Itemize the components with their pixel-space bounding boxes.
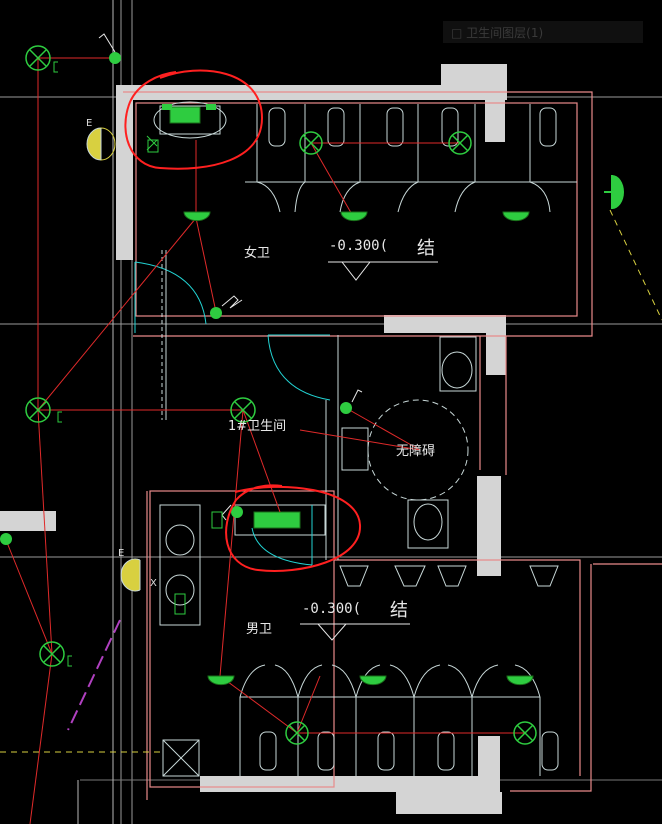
switch-ticks [98, 33, 363, 521]
room-label-accessible: 无障碍 [396, 444, 436, 459]
dashed-lines [0, 209, 662, 753]
left-lines [77, 0, 114, 824]
socket-symbols [86, 127, 223, 615]
switches [0, 52, 352, 545]
female-stalls [245, 104, 577, 213]
socket-tag-e1: E [86, 118, 93, 129]
light-fixtures [25, 45, 537, 745]
room-outlines [123, 91, 662, 800]
male-sink-fixture [234, 504, 326, 536]
socket-tag-x2: X [150, 578, 157, 589]
female-sink-fixture [153, 101, 227, 139]
room-label-unit: 1#卫生间 [228, 419, 287, 434]
highlight-annotations [124, 69, 362, 572]
doors [134, 250, 331, 566]
socket-tag-e2: E [118, 548, 125, 559]
exhaust-fan [604, 175, 624, 209]
level-marks [300, 261, 438, 641]
note-label-male: 结 [390, 600, 408, 621]
note-label-female: 结 [417, 238, 435, 259]
faded-command-text: □ 卫生间图层(1) [443, 21, 643, 43]
room-label-male: 男卫 [246, 622, 273, 637]
level-label-female: -0.300( [329, 238, 389, 254]
accessible-fixtures [312, 335, 477, 560]
level-label-male: -0.300( [302, 601, 362, 617]
light-brackets [53, 61, 72, 667]
dome-lamps [183, 211, 534, 686]
room-label-female: 女卫 [244, 246, 271, 261]
wiring [5, 57, 525, 824]
